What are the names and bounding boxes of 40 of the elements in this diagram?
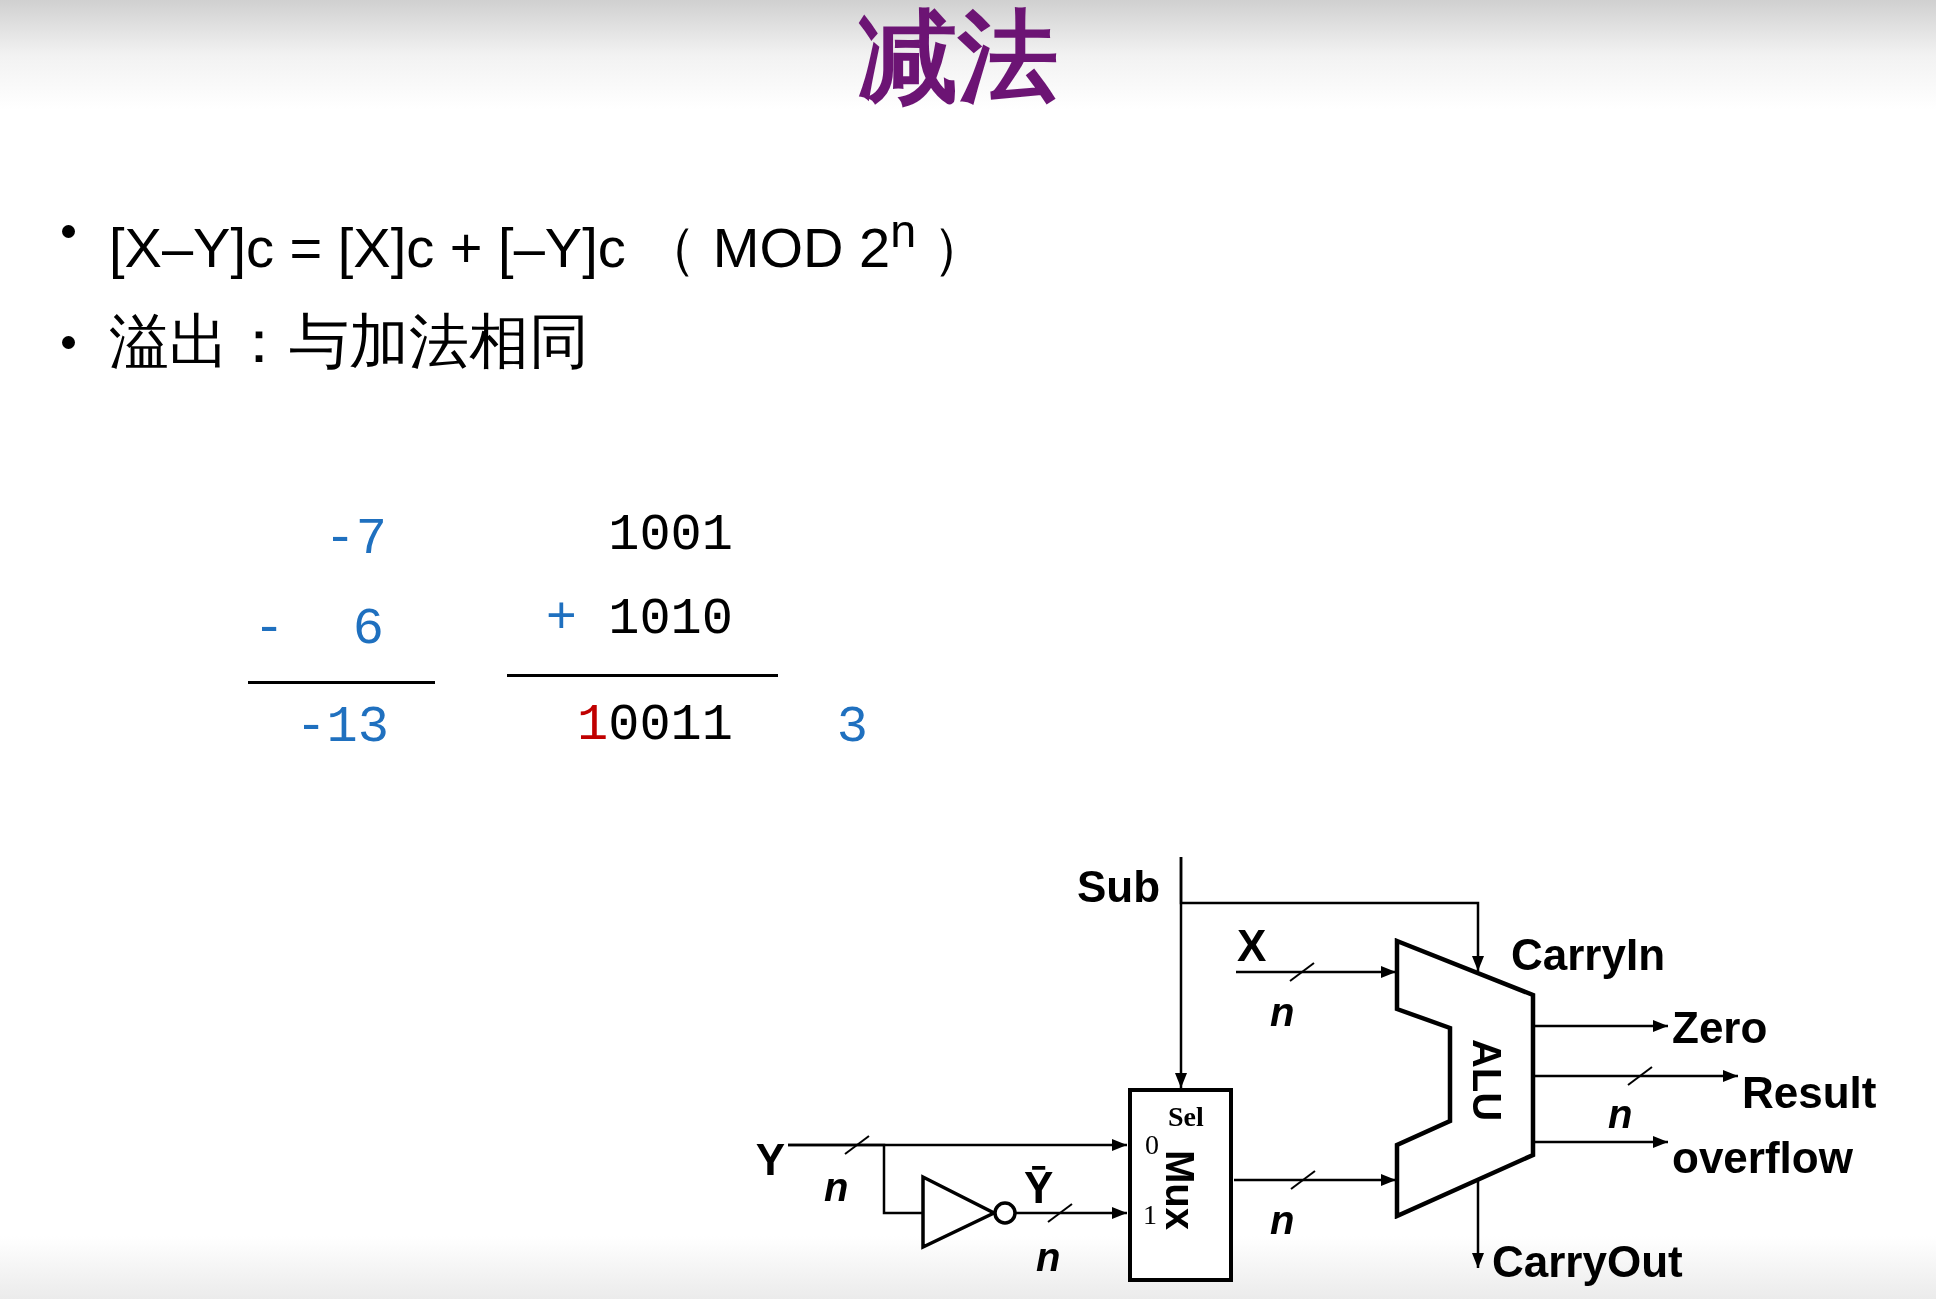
pin-label: 0 <box>1145 1130 1159 1160</box>
pin-label: CarryIn <box>1511 932 1666 978</box>
bus-width-label: n <box>1270 1198 1295 1242</box>
bus-width-label: n <box>1608 1092 1633 1136</box>
pin-label: Sel <box>1168 1102 1204 1132</box>
number-text: -13 <box>295 699 389 757</box>
signal-label: CarryOut <box>1492 1239 1683 1285</box>
mux-box <box>1128 1088 1233 1282</box>
arrow <box>1234 1174 1396 1186</box>
signal-label: X <box>1237 923 1267 969</box>
arrow <box>1016 1207 1127 1219</box>
bus-width-label: n <box>1270 990 1295 1034</box>
bus-width-label: n <box>1036 1235 1061 1279</box>
arrow <box>1535 1136 1668 1148</box>
binary-number: 1001 <box>608 507 733 565</box>
inverter-symbol <box>920 1174 1019 1251</box>
wire-line <box>788 1143 922 1215</box>
alu-label: ALU <box>1466 1038 1508 1122</box>
bus-width-label: n <box>824 1165 849 1209</box>
edge-label: Ȳ <box>1024 1166 1054 1210</box>
arrow <box>1472 1181 1484 1268</box>
signal-label: Result <box>1742 1070 1877 1116</box>
pin-label: 1 <box>1143 1200 1157 1230</box>
arrow <box>1535 1020 1668 1032</box>
binary-number: 10011 <box>576 697 733 755</box>
arrow <box>1535 1070 1738 1082</box>
signal-label: Sub <box>1077 864 1161 910</box>
arrow <box>1179 857 1484 971</box>
signal-label: Y <box>755 1137 785 1183</box>
signal-label: Zero <box>1672 1005 1768 1051</box>
signal-label: overflow <box>1672 1135 1853 1181</box>
number-text: -7 <box>324 511 387 569</box>
arrow <box>1236 966 1396 978</box>
number-text: - 6 <box>253 601 384 659</box>
binary-number: + 1010 <box>545 591 733 649</box>
formula-text: [X–Y]c = [X]c + [–Y]c （ MOD 2$^{n}$ ） <box>109 204 988 280</box>
bullet-text: 溢出：与加法相同 <box>109 308 589 376</box>
mux-label: Mux <box>1159 1150 1201 1230</box>
number-text: 3 <box>836 699 868 757</box>
slide-title: 减法 <box>858 4 1058 108</box>
